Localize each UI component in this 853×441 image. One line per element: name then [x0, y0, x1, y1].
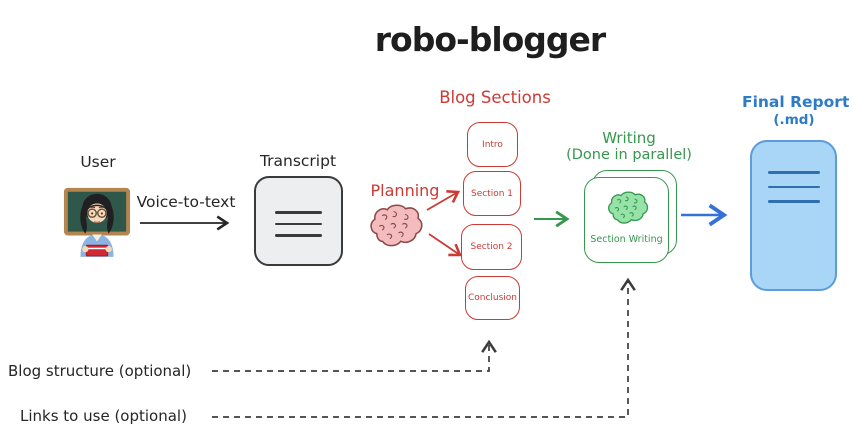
document-line [275, 234, 322, 237]
final-report-sublabel: (.md) [773, 112, 815, 128]
blog-section-1: Section 1 [463, 171, 521, 216]
blog-section-intro: Intro [467, 122, 518, 167]
writing-sublabel: (Done in parallel) [566, 147, 692, 163]
links-dashed-arrow [212, 277, 636, 418]
blog-structure-dashed-arrow [212, 339, 497, 372]
pink-brain-icon [370, 204, 423, 247]
document-line [275, 222, 322, 226]
blog-section-conclusion: Conclusion [465, 276, 520, 320]
voice-to-text-label: Voice-to-text [136, 193, 236, 211]
planning-label: Planning [370, 181, 440, 200]
document-line [767, 200, 820, 203]
blog-structure-optional-label: Blog structure (optional) [8, 362, 192, 380]
green-brain-icon [607, 191, 648, 224]
blog-sections-label: Blog Sections [439, 88, 551, 107]
writing-label: Writing [602, 129, 656, 147]
section-writing-card: Section Writing [584, 177, 669, 263]
links-optional-label: Links to use (optional) [20, 407, 187, 425]
user-label: User [80, 153, 116, 171]
final-report-document [750, 140, 837, 291]
final-report-label: Final Report [742, 93, 850, 111]
document-line [767, 171, 820, 174]
document-line [767, 185, 820, 188]
document-line [275, 211, 322, 214]
transcript-label: Transcript [259, 152, 337, 170]
diagram-title: robo-blogger [374, 20, 606, 59]
blog-section-2: Section 2 [461, 224, 522, 270]
transcript-document [254, 176, 343, 266]
section-writing-label: Section Writing [590, 234, 663, 245]
planning-to-section2-arrow [428, 233, 462, 257]
teacher-emoji-icon [63, 187, 131, 257]
